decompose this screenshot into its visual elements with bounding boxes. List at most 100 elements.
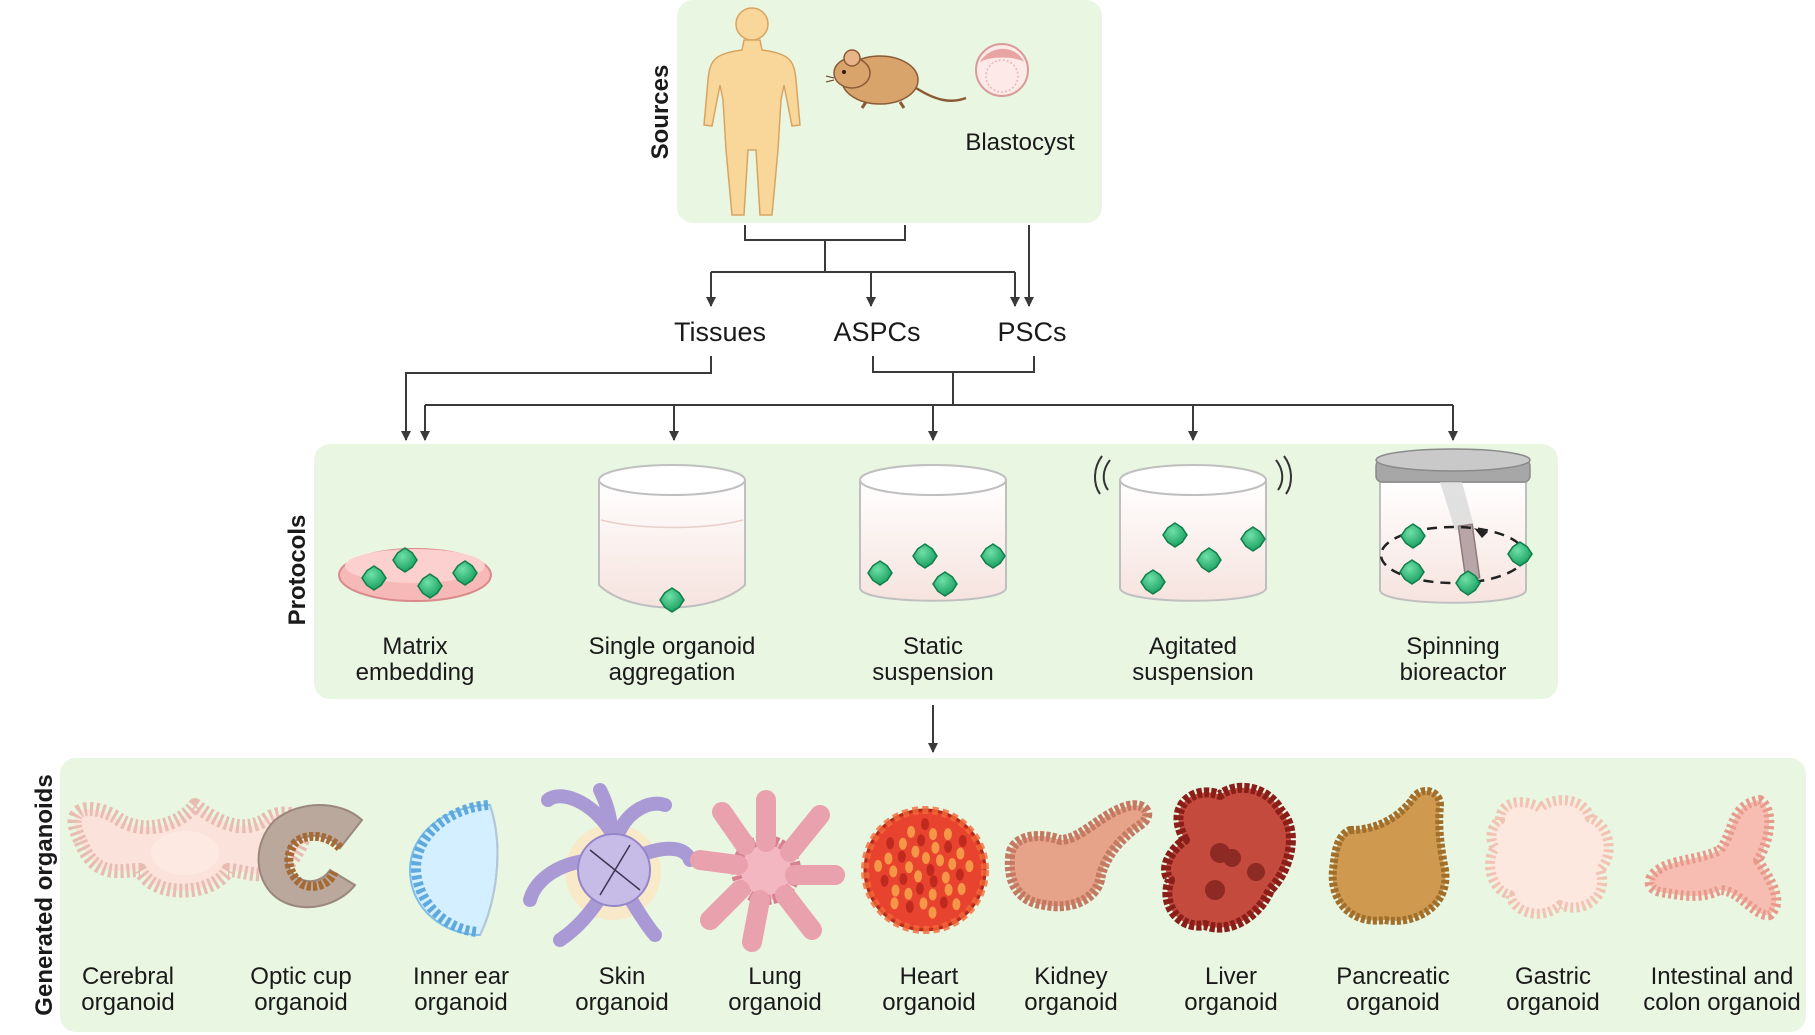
heart-cell [943, 828, 952, 841]
organoid-caption-line2: organoid [575, 989, 668, 1016]
organoid-cell [1140, 569, 1166, 595]
protocol-caption-line2: suspension [1132, 659, 1253, 686]
heart-cell [880, 874, 889, 887]
heart-cell [890, 897, 899, 910]
organoid-caption-line2: organoid [1506, 989, 1599, 1016]
heart-cell [919, 897, 928, 910]
heart-cell [965, 860, 974, 873]
heart-cell [929, 828, 937, 841]
pscs-label: PSCs [997, 317, 1066, 347]
protocol-caption-line1: Spinning [1406, 633, 1499, 660]
protocol-caption-line2: embedding [356, 659, 475, 686]
heart-cell [941, 871, 950, 884]
heart-cell [907, 825, 916, 838]
heart-cell [939, 896, 948, 909]
organoid-caption-line1: Heart [900, 963, 959, 990]
tissues-label: Tissues [674, 317, 766, 347]
heart-cell [921, 818, 929, 831]
heart-cell [958, 835, 967, 847]
organoid-cell [1400, 523, 1426, 549]
protocol-caption-line2: suspension [872, 659, 993, 686]
heart-cell [929, 875, 938, 888]
skin-organoid-illustration [523, 783, 697, 947]
organoid-cell [659, 587, 685, 613]
organoid-cell [392, 547, 418, 573]
organoid-cell [932, 571, 958, 597]
heart-cell [936, 854, 944, 867]
aspcs-label: ASPCs [833, 317, 920, 347]
sources-connectors [706, 225, 1034, 307]
organoid-cell [417, 573, 443, 599]
organoid-caption-line1: Liver [1205, 963, 1257, 990]
organoid-caption-line2: organoid [1346, 989, 1439, 1016]
heart-cell [891, 884, 900, 897]
optic-cup-organoid-illustration [257, 804, 364, 909]
protocol-caption-line1: Static [903, 633, 963, 660]
protocols-title: Protocols [284, 515, 311, 626]
heart-cell [931, 841, 940, 854]
single-aggregation-illustration [598, 464, 746, 609]
organoid-caption-line2: organoid [882, 989, 975, 1016]
organoid-caption-line2: organoid [1184, 989, 1277, 1016]
organoid-caption-line1: Optic cup [250, 963, 351, 990]
heart-cell [922, 852, 930, 864]
organoid-cell [912, 543, 938, 569]
organoid-caption-line2: colon organoid [1643, 989, 1800, 1016]
organoid-caption-line1: Kidney [1034, 963, 1107, 990]
spinning-bioreactor-illustration [1375, 448, 1531, 604]
organoid-cell [1507, 541, 1533, 567]
organoid-cell [980, 543, 1006, 569]
lung-organoid-illustration [690, 790, 845, 952]
organoid-caption-line2: organoid [254, 989, 347, 1016]
sources-title: Sources [647, 65, 674, 160]
organoid-cell [867, 560, 893, 586]
organoid-caption-line1: Pancreatic [1336, 963, 1449, 990]
cerebral-organoid-illustration [67, 798, 312, 898]
protocol-connectors [401, 356, 1458, 441]
organoid-caption-line2: organoid [1024, 989, 1117, 1016]
kidney-organoid-illustration [1004, 800, 1153, 912]
mouse-icon [825, 49, 967, 109]
agitated-suspension-illustration [1094, 455, 1292, 602]
gastric-organoid-illustration [1485, 795, 1614, 919]
blastocyst-label: Blastocyst [965, 129, 1075, 156]
heart-cell [952, 898, 961, 911]
heart-cell [956, 847, 965, 860]
heart-cell [886, 837, 895, 850]
heart-cell [911, 845, 920, 858]
heart-cell [928, 888, 937, 901]
organoid-cell [1240, 526, 1266, 552]
intestinal-organoid-illustration [1644, 795, 1782, 921]
heart-cell [898, 837, 907, 850]
organoid-cell [1399, 559, 1425, 585]
blastocyst-icon [975, 43, 1029, 97]
heart-cell [944, 840, 953, 853]
organoid-caption-line2: organoid [414, 989, 507, 1016]
heart-cell [916, 882, 924, 895]
protocol-caption-line1: Single organoid [589, 633, 756, 660]
organoid-caption-line1: Lung [748, 963, 801, 990]
heart-cell [914, 870, 923, 883]
heart-cell [899, 873, 908, 885]
organoid-caption-line1: Inner ear [413, 963, 509, 990]
organoid-caption-line1: Gastric [1515, 963, 1591, 990]
liver-organoid-illustration [1161, 782, 1296, 933]
organoid-caption-line2: organoid [81, 989, 174, 1016]
heart-cell [926, 864, 935, 876]
human-figure-icon [703, 7, 801, 216]
organoids-panel: Generated organoids [31, 758, 1806, 1032]
heart-organoid-illustration [861, 806, 989, 934]
heart-cell [948, 858, 957, 870]
heart-cell [889, 865, 898, 878]
heart-cell [874, 859, 883, 872]
heart-cell [905, 900, 914, 913]
organoid-cell [452, 560, 478, 586]
organoid-caption-line1: Skin [599, 963, 646, 990]
organoid-caption-line1: Cerebral [82, 963, 174, 990]
heart-cell [904, 887, 913, 900]
organoid-cell [361, 565, 387, 591]
organoid-caption-line2: organoid [728, 989, 821, 1016]
organoid-cell [1196, 547, 1222, 573]
